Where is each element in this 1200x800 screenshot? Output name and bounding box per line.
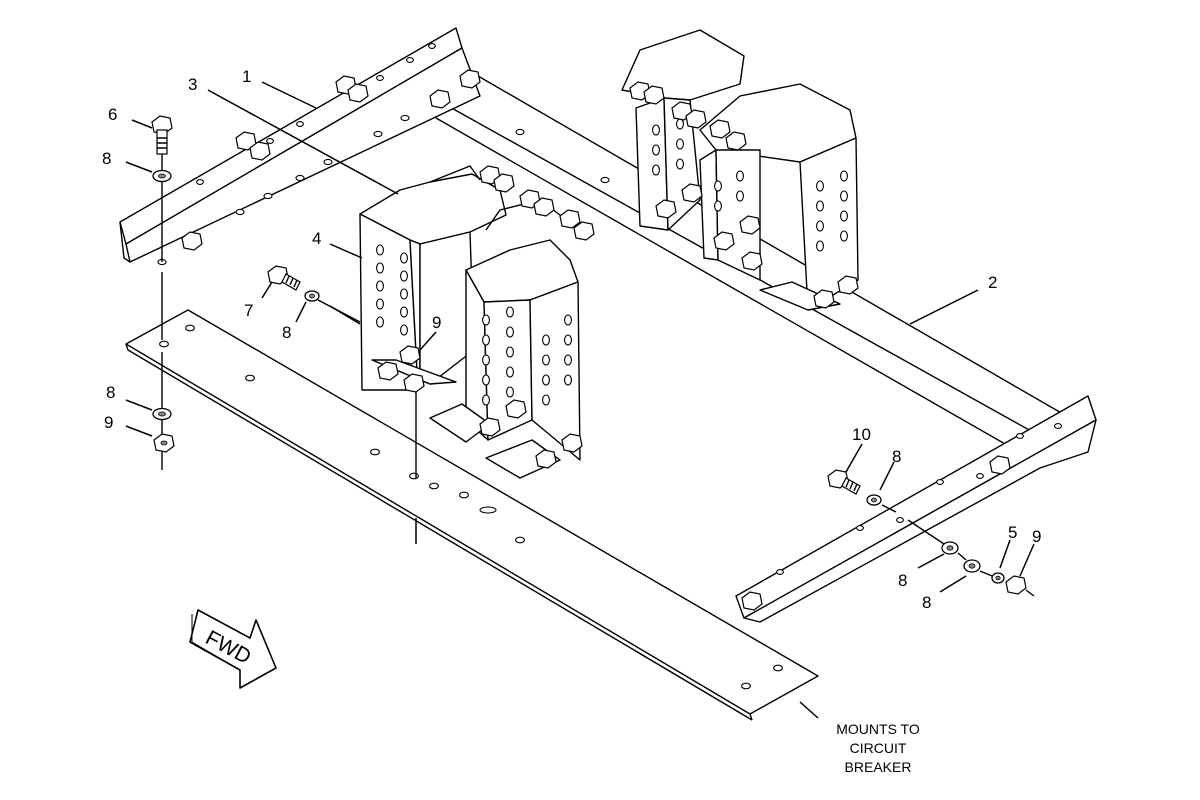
mounting-plate xyxy=(125,309,819,721)
hardware-stack-left xyxy=(151,115,175,470)
callout-8-right-upper: 8 xyxy=(892,447,901,466)
callout-8-right-mid: 8 xyxy=(898,571,907,590)
bolt-icon xyxy=(151,115,173,155)
callout-8-left-mid: 8 xyxy=(282,323,291,342)
angle-bracket-front-right xyxy=(735,395,1097,623)
callout-9-right: 9 xyxy=(1032,527,1041,546)
callout-5: 5 xyxy=(1008,523,1017,542)
callout-8-right-lower: 8 xyxy=(922,593,931,612)
callout-9-left: 9 xyxy=(104,413,113,432)
callouts: 1 2 3 4 5 6 7 8 8 8 8 8 8 9 9 9 10 xyxy=(102,67,1041,612)
hardware-stack-right xyxy=(827,469,1035,597)
washer-icon xyxy=(152,169,172,421)
callout-1: 1 xyxy=(242,67,251,86)
hardware-bolt-7 xyxy=(267,265,361,323)
callout-4: 4 xyxy=(312,229,321,248)
u-bracket-rear xyxy=(621,29,859,311)
callout-8-lower-left: 8 xyxy=(106,383,115,402)
callout-9-center: 9 xyxy=(432,313,441,332)
forward-arrow-icon: FWD xyxy=(189,609,277,689)
leader-lines xyxy=(125,81,1035,719)
callout-10: 10 xyxy=(852,425,871,444)
hex-nut-icon xyxy=(153,433,175,453)
mounting-note: MOUNTS TO CIRCUIT BREAKER xyxy=(836,721,920,775)
note-line-3: BREAKER xyxy=(845,759,912,775)
callout-2: 2 xyxy=(988,273,997,292)
note-line-2: CIRCUIT xyxy=(850,740,907,756)
note-line-1: MOUNTS TO xyxy=(836,721,920,737)
hex-nut-icon xyxy=(181,69,481,251)
u-bracket-part-4 xyxy=(359,165,515,393)
callout-3: 3 xyxy=(188,75,197,94)
u-bracket-center xyxy=(429,189,595,479)
callout-8-upper-left: 8 xyxy=(102,149,111,168)
callout-7: 7 xyxy=(244,301,253,320)
callout-6: 6 xyxy=(108,105,117,124)
